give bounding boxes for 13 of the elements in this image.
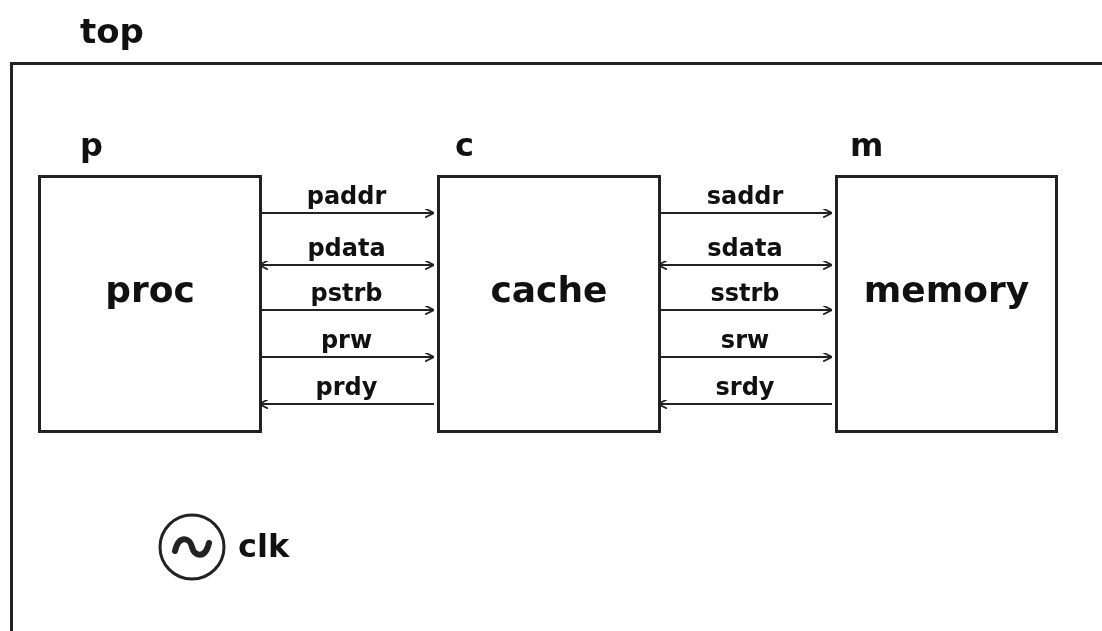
edge-label: paddr	[306, 184, 387, 208]
block-name: top	[79, 10, 145, 53]
block-name: m	[849, 125, 885, 166]
edge-label: pdata	[307, 236, 386, 260]
edge-label: prdy	[315, 375, 378, 399]
module-label: memory	[863, 268, 1030, 310]
signal-name: clk	[238, 527, 290, 565]
module-label: proc	[105, 268, 195, 310]
block-name: p	[79, 125, 104, 166]
edge-label: pstrb	[310, 281, 383, 305]
module-label: cache	[490, 268, 608, 310]
block-name: c	[454, 125, 475, 166]
edge-label: srdy	[715, 375, 775, 399]
